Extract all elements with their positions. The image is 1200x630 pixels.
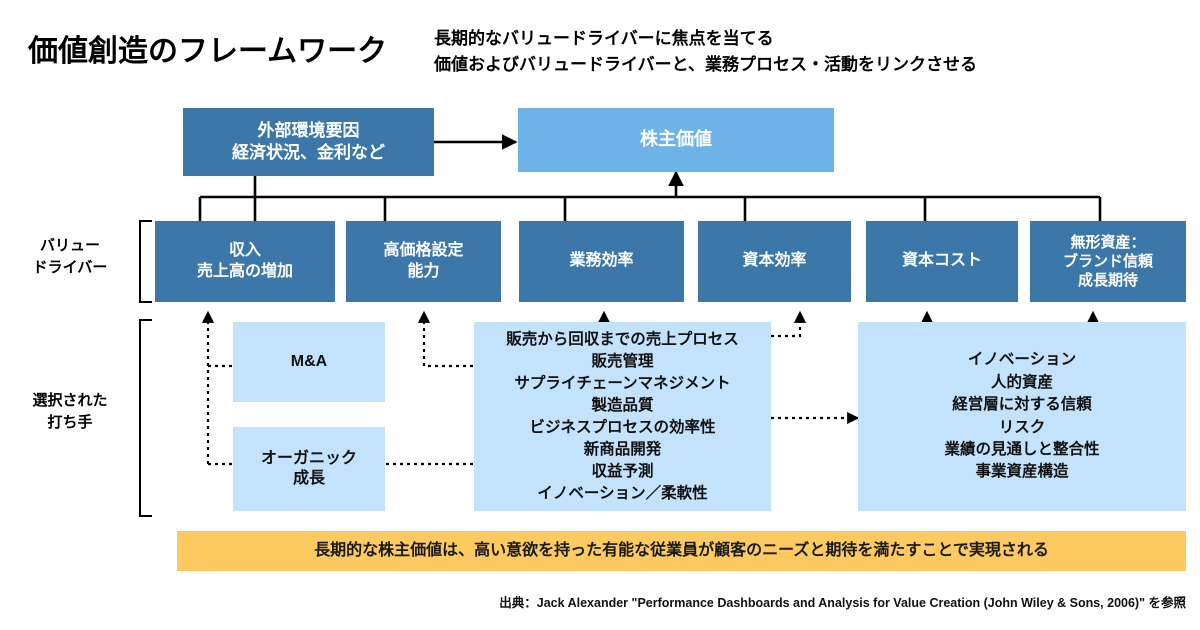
node-driver-3[interactable]: 資本効率 — [698, 221, 851, 302]
node-driver-3-label: 資本効率 — [742, 252, 807, 270]
node-driver-4-label: 資本コスト — [901, 252, 982, 270]
node-process-list-label: 販売から回収までの売上プロセス 販売管理 サプライチェーンマネジメント 製造品質… — [506, 330, 739, 502]
node-driver-5-label: 無形資産： ブランド信頼 成長期待 — [1062, 233, 1153, 290]
node-driver-5[interactable]: 無形資産： ブランド信頼 成長期待 — [1030, 221, 1186, 302]
node-shareholder-value[interactable]: 株主価値 — [518, 108, 834, 172]
summary-banner-label: 長期的な株主価値は、高い意欲を持った有能な従業員が顧客のニーズと期待を満たすこと… — [314, 541, 1049, 559]
node-driver-2[interactable]: 業務効率 — [519, 221, 684, 302]
node-lever-1-label: オーガニック 成長 — [260, 449, 357, 487]
source-note: 出典：Jack Alexander "Performance Dashboard… — [499, 596, 1186, 610]
node-intangibles-list-label: イノベーション 人的資産 経営層に対する信頼 リスク 業績の見通しと整合性 事業… — [944, 351, 1100, 481]
node-driver-1-label: 高価格設定 能力 — [383, 242, 464, 280]
node-shareholder-value-label: 株主価値 — [640, 129, 712, 150]
node-lever-1[interactable]: オーガニック 成長 — [233, 427, 385, 511]
subtitle-block: 長期的なバリュードライバーに焦点を当てる 価値およびバリュードライバーと、業務プ… — [434, 26, 1194, 79]
node-driver-4[interactable]: 資本コスト — [866, 221, 1018, 302]
node-external-factors-label: 外部環境要因 経済状況、金利など — [232, 121, 385, 162]
node-intangibles-list[interactable]: イノベーション 人的資産 経営層に対する信頼 リスク 業績の見通しと整合性 事業… — [858, 322, 1186, 511]
row-label-selected-levers: 選択された 打ち手 — [32, 392, 108, 431]
node-lever-0-label: M&A — [290, 352, 328, 370]
node-driver-2-label: 業務効率 — [569, 252, 634, 270]
node-driver-0-label: 収入 売上高の増加 — [196, 242, 293, 280]
subtitle-line-1: 長期的なバリュードライバーに焦点を当てる — [434, 29, 774, 48]
summary-banner: 長期的な株主価値は、高い意欲を持った有能な従業員が顧客のニーズと期待を満たすこと… — [177, 531, 1186, 571]
bracket-selected-levers — [139, 319, 152, 517]
node-lever-0[interactable]: M&A — [233, 322, 385, 402]
node-process-list[interactable]: 販売から回収までの売上プロセス 販売管理 サプライチェーンマネジメント 製造品質… — [474, 322, 771, 511]
node-driver-0[interactable]: 収入 売上高の増加 — [155, 221, 335, 302]
bracket-value-drivers — [139, 220, 152, 303]
node-driver-1[interactable]: 高価格設定 能力 — [346, 221, 501, 302]
subtitle-line-2: 価値およびバリュードライバーと、業務プロセス・活動をリンクさせる — [434, 55, 977, 75]
row-label-value-drivers: バリュー ドライバー — [32, 237, 108, 276]
node-external-factors[interactable]: 外部環境要因 経済状況、金利など — [183, 108, 434, 176]
page-title: 価値創造のフレームワーク — [28, 35, 388, 68]
